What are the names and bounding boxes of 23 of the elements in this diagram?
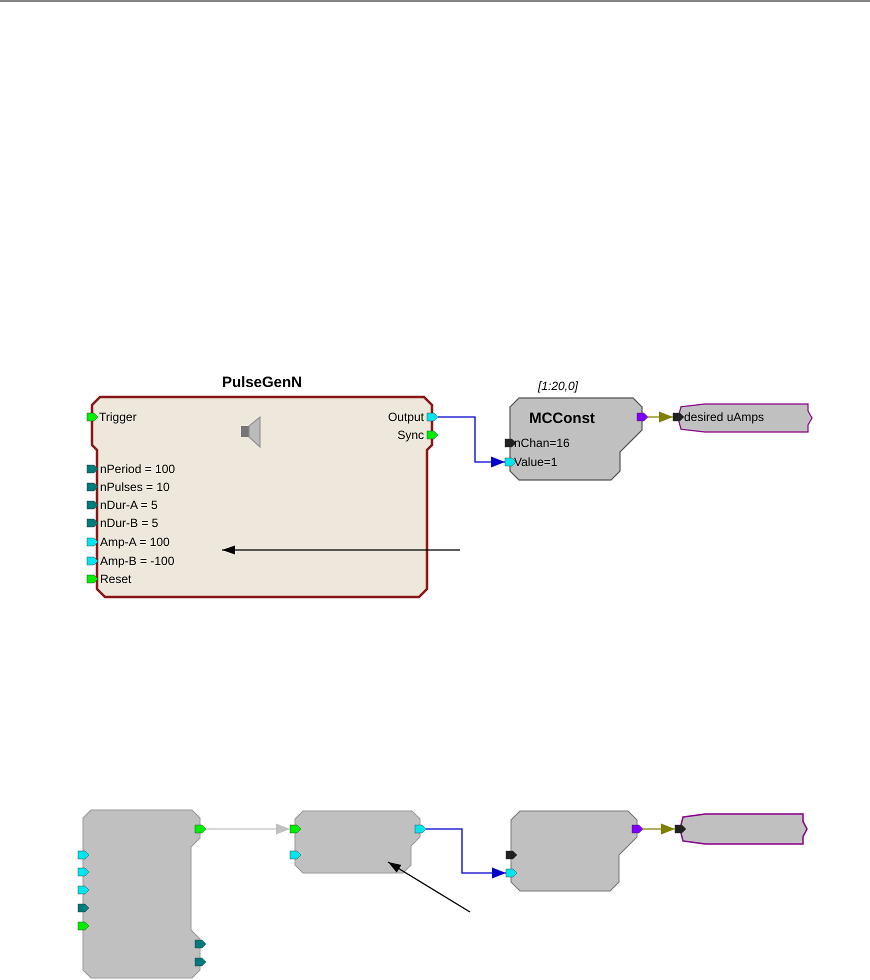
- connector-arrow: [438, 416, 505, 468]
- port-label: nDur-B = 5: [100, 516, 158, 530]
- port-label: Amp-B = -100: [100, 554, 174, 568]
- port-label: Reset: [100, 572, 132, 586]
- port-label: Value=1: [514, 455, 558, 469]
- leader-arrow: [222, 546, 460, 554]
- port-label: Output: [388, 410, 424, 424]
- port-label: desired uAmps: [684, 410, 764, 424]
- port-label: Sync: [397, 428, 424, 442]
- port-label: nPulses = 10: [100, 480, 170, 494]
- leader-arrow: [388, 861, 470, 913]
- port-label: Trigger: [99, 410, 137, 424]
- channel-annotation: [1:20,0]: [538, 379, 578, 393]
- connector-arrow: [643, 824, 675, 834]
- connector-arrow: [206, 824, 290, 834]
- connector-arrow: [426, 828, 506, 878]
- port-label: Amp-A = 100: [100, 535, 170, 549]
- port-label: nChan=16: [514, 436, 570, 450]
- port-label: nPeriod = 100: [100, 462, 176, 476]
- port-label: nDur-A = 5: [100, 498, 158, 512]
- block-title: MCConst: [529, 410, 595, 428]
- connector-arrow: [648, 412, 673, 422]
- block-title: PulseGenN: [222, 374, 302, 392]
